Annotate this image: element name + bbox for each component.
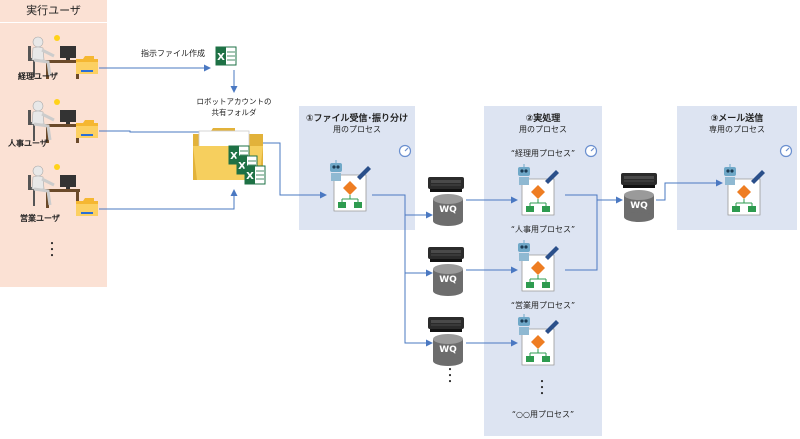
more-queues-dots: ・ ・ ・: [445, 365, 455, 388]
folder-with-excel-files-icon: [193, 128, 266, 185]
instruction-file-label: 指示ファイル作成: [141, 49, 205, 58]
arrow: [565, 194, 623, 204]
arrow: [99, 130, 235, 133]
more-processes-dots: ・ ・ ・: [537, 377, 547, 400]
arrow: [404, 215, 433, 277]
process-label: “経理用プロセス”: [510, 149, 576, 158]
folder-icon: [75, 119, 99, 139]
users-panel: [0, 0, 107, 287]
lane-title: ①ファイル受信･振り分け: [305, 114, 409, 124]
user-label-hr: 人事ユーザ: [8, 139, 48, 148]
user-label-accounting: 経理ユーザ: [18, 72, 58, 81]
work-queue-label: WQ: [439, 205, 457, 215]
lane-subtitle: 用のプロセス: [519, 125, 567, 134]
work-queue-label: WQ: [439, 275, 457, 285]
server-icon: [428, 177, 464, 192]
process-label: “営業用プロセス”: [510, 301, 576, 310]
arrow: [372, 194, 433, 219]
user-figure-hr: [26, 97, 82, 145]
process-label: “○○用プロセス”: [511, 410, 575, 419]
robot-process-icon: [517, 313, 560, 366]
folder-icon: [75, 197, 99, 217]
robot-process-icon: [517, 163, 560, 216]
gauge-icon: [779, 144, 793, 158]
work-queue-label: WQ: [439, 345, 457, 355]
excel-file-icon: [215, 46, 237, 66]
more-users-dots: ・ ・ ・: [47, 239, 57, 262]
gauge-icon: [398, 144, 412, 158]
lane-subtitle: 専用のプロセス: [709, 125, 765, 134]
server-icon: [428, 247, 464, 262]
lane-title: ②実処理: [525, 114, 561, 124]
server-icon: [621, 173, 657, 188]
robot-process-icon: [723, 163, 766, 216]
server-icon: [428, 317, 464, 332]
user-label-sales: 営業ユーザ: [20, 214, 60, 223]
shared-folder-label-line1: ロボットアカウントの: [196, 97, 272, 106]
robot-process-icon: [517, 239, 560, 292]
arrow: [262, 142, 327, 199]
arrow: [565, 200, 598, 271]
arrow: [99, 189, 238, 210]
arrow: [656, 179, 723, 201]
users-panel-title: 実行ユーザ: [0, 0, 107, 23]
process-label: “人事用プロセス”: [510, 225, 576, 234]
folder-icon: [75, 55, 99, 75]
lane-subtitle: 用のプロセス: [333, 125, 381, 134]
shared-folder-label-line2: 共有フォルダ: [211, 108, 257, 117]
arrow: [404, 273, 433, 347]
robot-process-icon: [329, 159, 372, 212]
lane-title: ③メール送信: [710, 114, 764, 124]
user-figure-sales: [26, 162, 82, 210]
work-queue-label: WQ: [630, 201, 648, 211]
